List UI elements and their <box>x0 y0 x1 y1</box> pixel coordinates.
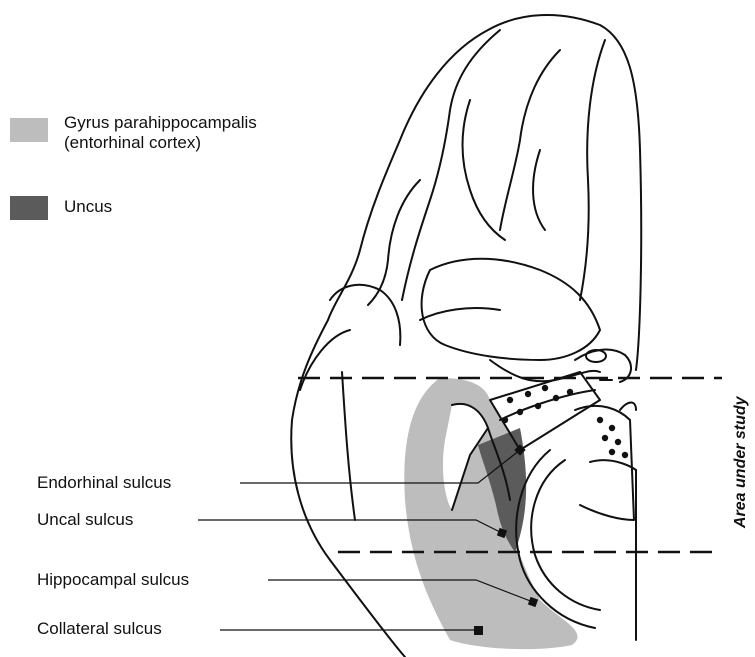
label-endorhinal-sulcus: Endorhinal sulcus <box>37 473 171 493</box>
area-under-study-label: Area under study <box>732 396 750 528</box>
legend-swatch-parahippocampal <box>10 118 48 142</box>
label-uncal-sulcus: Uncal sulcus <box>37 510 133 530</box>
legend-swatch-uncus <box>10 196 48 220</box>
legend-line-2: (entorhinal cortex) <box>64 133 257 153</box>
legend-label-parahippocampal: Gyrus parahippocampalis (entorhinal cort… <box>64 113 257 153</box>
legend-label-uncus: Uncus <box>64 197 112 217</box>
collateral-marker <box>474 626 483 635</box>
legend-line-1: Gyrus parahippocampalis <box>64 113 257 133</box>
label-collateral-sulcus: Collateral sulcus <box>37 619 162 639</box>
label-hippocampal-sulcus: Hippocampal sulcus <box>37 570 189 590</box>
legend-uncus-text: Uncus <box>64 197 112 217</box>
